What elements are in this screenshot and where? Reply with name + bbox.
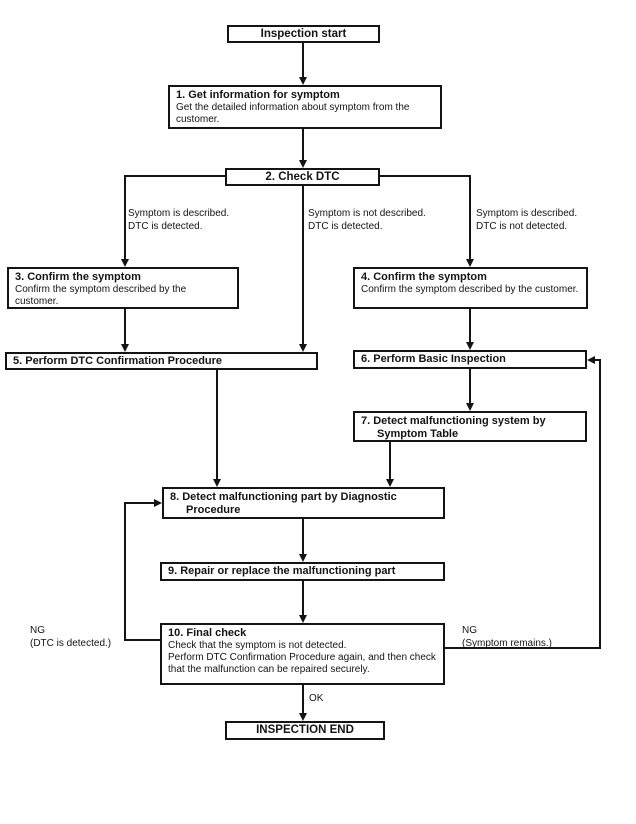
connector-step3-to-step5: [124, 308, 126, 345]
node-step10-desc-line1: Check that the symptom is not detected.: [168, 640, 347, 651]
branch-label-left-line1: Symptom is described.: [128, 208, 230, 219]
node-step10: 10. Final check Check that the symptom i…: [160, 623, 445, 685]
node-step6-title: 6. Perform Basic Inspection: [361, 353, 506, 365]
arrowhead-down-icon: [299, 554, 307, 562]
arrowhead-right-icon: [154, 499, 162, 507]
node-step2-title: 2. Check DTC: [265, 170, 340, 183]
connector-branch-middle: [302, 185, 304, 345]
node-step5-title: 5. Perform DTC Confirmation Procedure: [13, 354, 223, 367]
branch-label-middle-line1: Symptom is not described.: [308, 208, 426, 219]
branch-label-left-line2: DTC is detected.: [128, 221, 203, 232]
connector-step6-to-step7: [469, 369, 471, 404]
branch-label-middle-line2: DTC is detected.: [308, 221, 383, 232]
node-step5: 5. Perform DTC Confirmation Procedure: [5, 352, 318, 370]
feedback-right-vertical: [599, 359, 601, 649]
node-step8-title: 8. Detect malfunctioning part by Diagnos…: [170, 491, 397, 516]
node-step4-title: 4. Confirm the symptom: [361, 271, 487, 283]
node-step9: 9. Repair or replace the malfunctioning …: [160, 562, 445, 581]
feedback-left-vertical: [124, 502, 126, 641]
node-inspection-start: Inspection start: [227, 25, 380, 43]
node-inspection-start-label: Inspection start: [260, 27, 347, 40]
connector-start-to-step1: [302, 42, 304, 78]
connector-step4-to-step6: [469, 308, 471, 343]
feedback-left-top: [124, 502, 155, 504]
node-step6: 6. Perform Basic Inspection: [353, 350, 587, 369]
ok-label: OK: [309, 693, 324, 704]
branch-label-right: Symptom is described. DTC is not detecte…: [476, 207, 577, 233]
ng-label-left-line2: (DTC is detected.): [30, 638, 112, 649]
arrowhead-down-icon: [213, 479, 221, 487]
node-inspection-end-label: INSPECTION END: [256, 724, 354, 736]
node-step2: 2. Check DTC: [225, 168, 380, 186]
node-step4: 4. Confirm the symptom Confirm the sympt…: [353, 267, 588, 309]
ng-label-left-line1: NG: [30, 625, 45, 636]
node-step10-title: 10. Final check: [168, 627, 247, 639]
branch-label-right-line2: DTC is not detected.: [476, 221, 568, 232]
arrowhead-down-icon: [386, 479, 394, 487]
branch-label-right-line1: Symptom is described.: [476, 208, 578, 219]
ng-label-left: NG (DTC is detected.): [30, 624, 111, 650]
ng-label-right-line1: NG: [462, 625, 477, 636]
feedback-left-bottom: [124, 639, 162, 641]
node-step7-title: 7. Detect malfunctioning system by Sympt…: [361, 415, 546, 440]
node-step3-title: 3. Confirm the symptom: [15, 271, 141, 283]
connector-step5-to-step8: [216, 369, 218, 480]
arrowhead-down-icon: [299, 713, 307, 721]
connector-step7-to-step8: [389, 442, 391, 480]
arrowhead-down-icon: [466, 403, 474, 411]
branch-label-left: Symptom is described. DTC is detected.: [128, 207, 229, 233]
ng-label-right-line2: (Symptom remains.): [462, 638, 553, 649]
arrowhead-left-icon: [587, 356, 595, 364]
connector-step10-to-end: [302, 684, 304, 714]
node-step3: 3. Confirm the symptom Confirm the sympt…: [7, 267, 239, 309]
arrowhead-down-icon: [466, 342, 474, 350]
node-step7: 7. Detect malfunctioning system by Sympt…: [353, 411, 587, 442]
node-step3-desc: Confirm the symptom described by the cus…: [15, 284, 187, 307]
connector-step1-to-step2: [302, 128, 304, 161]
arrowhead-down-icon: [299, 344, 307, 352]
feedback-right-top: [593, 359, 601, 361]
arrowhead-down-icon: [299, 615, 307, 623]
connector-branch-right: [469, 175, 471, 260]
connector-branch-left: [124, 175, 126, 260]
node-step10-desc-line2: Perform DTC Confirmation Procedure again…: [168, 652, 436, 675]
node-inspection-end: INSPECTION END: [225, 721, 385, 740]
node-step8: 8. Detect malfunctioning part by Diagnos…: [162, 487, 445, 519]
arrowhead-down-icon: [121, 344, 129, 352]
branch-label-middle: Symptom is not described. DTC is detecte…: [308, 207, 426, 233]
arrowhead-down-icon: [121, 259, 129, 267]
node-step4-desc: Confirm the symptom described by the cus…: [361, 284, 579, 295]
connector-step8-to-step9: [302, 519, 304, 555]
feedback-right-bottom: [444, 647, 601, 649]
ng-label-right: NG (Symptom remains.): [462, 624, 552, 650]
node-step1: 1. Get information for symptom Get the d…: [168, 85, 442, 129]
connector-step9-to-step10: [302, 580, 304, 616]
node-step1-title: 1. Get information for symptom: [176, 89, 340, 101]
arrowhead-down-icon: [466, 259, 474, 267]
node-step9-title: 9. Repair or replace the malfunctioning …: [168, 565, 396, 577]
arrowhead-down-icon: [299, 160, 307, 168]
node-step1-desc: Get the detailed information about sympt…: [176, 102, 410, 125]
arrowhead-down-icon: [299, 77, 307, 85]
